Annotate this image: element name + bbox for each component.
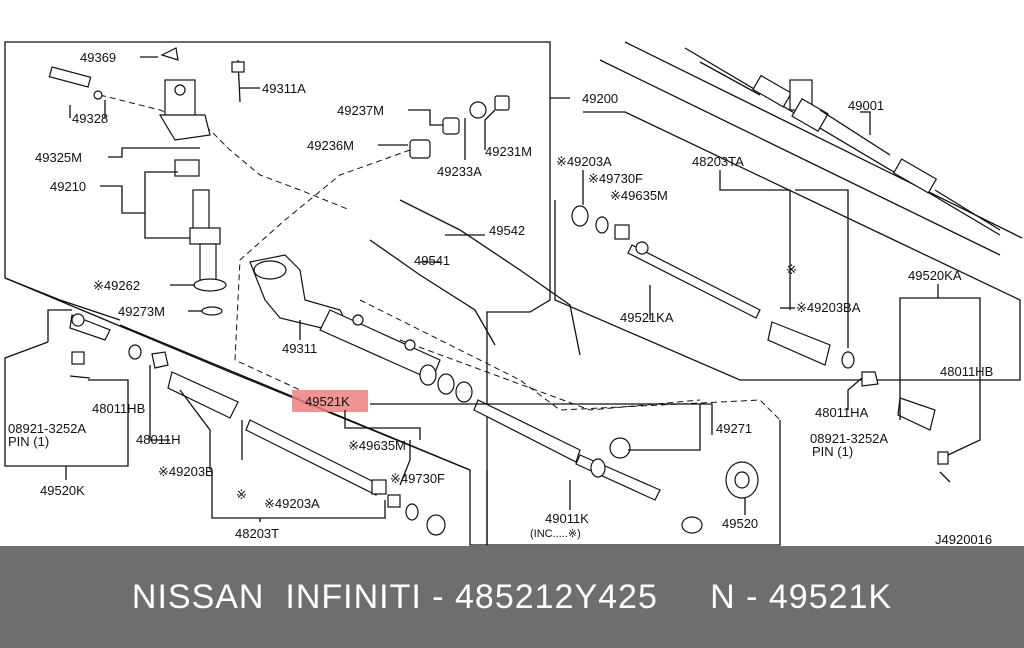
tie-rod-end-right — [897, 397, 951, 483]
label-49011k: 49011K — [545, 511, 589, 526]
label-49231m: 49231M — [485, 144, 532, 159]
label-48203t: 48203T — [235, 526, 279, 541]
label-48011ha: 48011HA — [815, 405, 869, 420]
label-49203a-right: ※49203A — [556, 154, 612, 169]
label-pin-left: PIN (1) — [8, 434, 49, 449]
label-49233a: 49233A — [437, 164, 482, 179]
pipe-49542 — [399, 199, 581, 356]
label-49001: 49001 — [848, 98, 884, 113]
label-49730f-right: ※49730F — [588, 171, 643, 186]
label-49262: ※49262 — [93, 278, 140, 293]
dashed-guide-1 — [99, 94, 351, 211]
label-49520ka: 49520KA — [908, 268, 962, 283]
label-49236m: 49236M — [307, 138, 354, 153]
label-49273m: 49273M — [118, 304, 165, 319]
label-49541: 49541 — [414, 253, 450, 268]
label-48011h: 48011H — [136, 432, 181, 447]
inner-socket-left — [167, 371, 446, 536]
label-49635m-left: ※49635M — [348, 438, 406, 453]
right-assembly-frame-2 — [599, 59, 1001, 256]
label-48011hb-left: 48011HB — [92, 401, 145, 416]
right-frame — [554, 111, 1021, 381]
label-49520k: 49520K — [40, 483, 85, 498]
inner-socket-right — [571, 205, 879, 387]
highlight-49521k — [292, 390, 368, 412]
right-assembly-frame — [624, 41, 1023, 239]
label-49311: 49311 — [282, 341, 317, 356]
leader-lines — [4, 56, 981, 522]
tie-rod-end-left — [69, 313, 169, 379]
label-48203ta: 48203TA — [692, 154, 744, 169]
label-inc: (INC.....※) — [530, 528, 581, 540]
bushing-49520 — [725, 461, 759, 499]
label-49203a-left: ※49203A — [264, 496, 320, 511]
label-48011hb-right: 48011HB — [940, 364, 993, 379]
label-49237m: 49237M — [337, 103, 384, 118]
gear-housing-49311 — [249, 254, 441, 381]
dashed-guide-2 — [234, 149, 411, 391]
pipe-49541 — [369, 239, 496, 346]
label-08921-right: 08921-3252A — [810, 431, 888, 446]
label-49271: 49271 — [716, 421, 752, 436]
label-49328: 49328 — [72, 111, 108, 126]
mark-boot-left: ※ — [236, 487, 247, 502]
label-49325m: 49325M — [35, 150, 82, 165]
label-49520: 49520 — [722, 516, 758, 531]
parts-diagram: 49369 49311A 49328 49325M 49210 ※49262 4… — [4, 41, 1023, 546]
fittings-top — [409, 95, 510, 159]
label-49730f-left: ※49730F — [390, 471, 445, 486]
label-pin-right: PIN (1) — [812, 444, 853, 459]
label-08921-left: 08921-3252A — [8, 421, 86, 436]
dashed-guide-3 — [359, 299, 781, 490]
label-49203b: ※49203B — [158, 464, 214, 479]
diagram-code: J4920016 — [935, 532, 992, 546]
label-49203ba: ※49203BA — [796, 300, 861, 315]
label-49521k: 49521K — [305, 394, 350, 409]
label-49542: 49542 — [489, 223, 525, 238]
label-49521ka: 49521KA — [620, 310, 674, 325]
valve-housing-parts — [48, 47, 245, 316]
label-49210: 49210 — [50, 179, 86, 194]
label-49200: 49200 — [582, 91, 618, 106]
label-49369: 49369 — [80, 50, 116, 65]
inner-frame-lower — [4, 277, 121, 321]
rack-49011k — [419, 364, 703, 534]
steering-gear-assembly-49001 — [684, 47, 1001, 236]
dashed-guide-4 — [399, 339, 701, 411]
label-49635m-right: ※49635M — [610, 188, 668, 203]
mark-boot-right: ※ — [786, 262, 797, 277]
label-49311a: 49311A — [262, 81, 306, 96]
part-number-banner: NISSAN INFINITI - 485212Y425 N - 49521K — [0, 546, 1024, 648]
